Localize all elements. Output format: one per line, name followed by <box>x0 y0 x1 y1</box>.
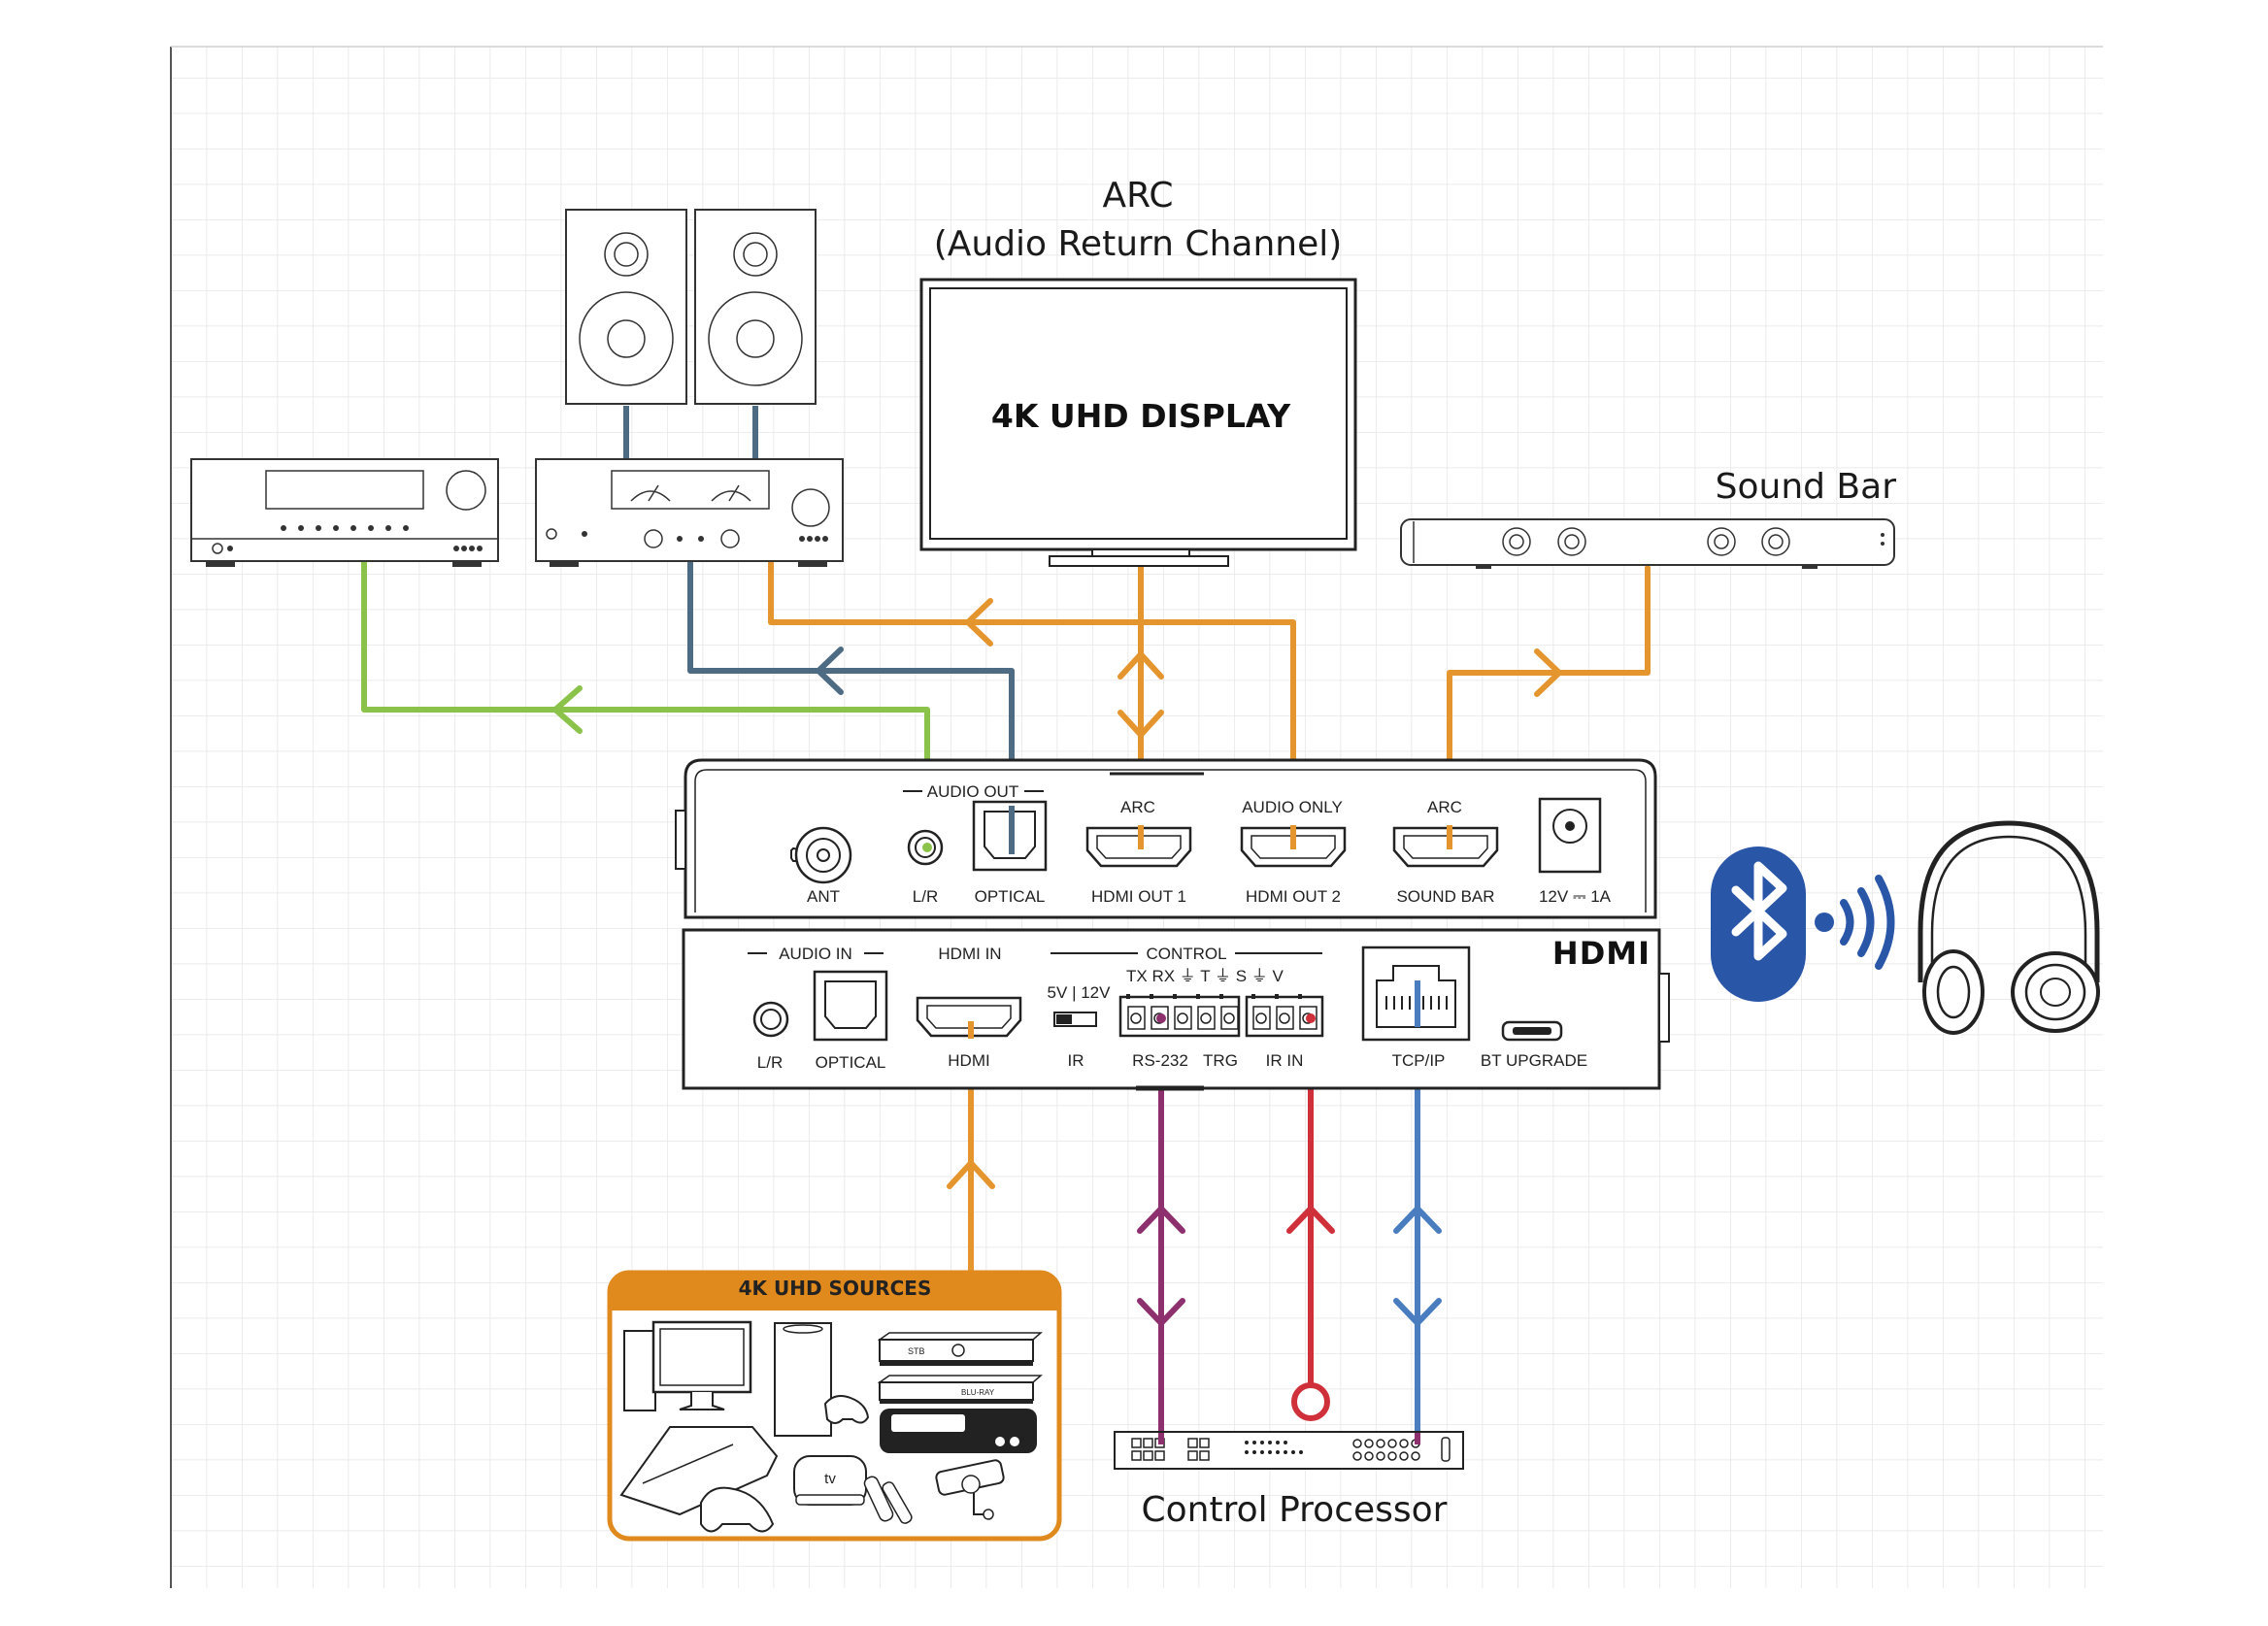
display-title-arc: ARC <box>1103 176 1174 216</box>
soundbar-title: Sound Bar <box>1716 467 1897 507</box>
hdmi-in-label: HDMI IN <box>938 945 1001 963</box>
hdmi-in-port-label: HDMI <box>948 1051 989 1070</box>
orange-wire-ends <box>1138 825 1452 849</box>
ant-label: ANT <box>807 887 840 906</box>
sound-bar-port-label: SOUND BAR <box>1396 887 1494 906</box>
camera-icon <box>935 1459 1005 1520</box>
ir-voltage-switch-icon <box>1053 1012 1097 1027</box>
streaming-box-icon: tv <box>793 1455 913 1524</box>
orange-arrow-2 <box>1534 648 1562 697</box>
slate-optical-wire <box>687 560 1015 847</box>
playstation-icon <box>619 1426 779 1533</box>
tcpip-label: TCP/IP <box>1392 1051 1446 1070</box>
control-pin-labels: TX RX ⏚ T ⏚ S ⏚ V <box>1126 967 1284 985</box>
set-top-box-icon: STB <box>877 1332 1043 1366</box>
red-wire-end <box>1306 1013 1316 1023</box>
blue-up-arrow <box>1393 1206 1442 1234</box>
tv-display <box>919 278 1357 567</box>
source-devices: STB BLU-RAY tv <box>619 1320 1043 1533</box>
soundbar-icon <box>1400 518 1895 569</box>
blue-down-arrow <box>1393 1298 1442 1326</box>
control-processor-title: Control Processor <box>1142 1490 1448 1530</box>
headphones-icon <box>1918 820 2100 1035</box>
ir-in-label: IR IN <box>1266 1051 1304 1070</box>
bluetooth-icon <box>1711 846 1806 1002</box>
control-processor-icon <box>1114 1431 1464 1470</box>
display-title-arc-full: (Audio Return Channel) <box>934 224 1343 264</box>
display-screen-label: 4K UHD DISPLAY <box>991 397 1291 435</box>
pc-icon <box>623 1320 752 1411</box>
hdmi-port-icon <box>1392 826 1499 868</box>
rj45-port-icon <box>1361 946 1471 1042</box>
optical-in-label: OPTICAL <box>816 1053 886 1072</box>
processor-wire-stubs <box>1158 1433 1420 1444</box>
stb-label: STB <box>908 1346 925 1356</box>
control-terminal-block-icon <box>1118 994 1241 1038</box>
power-label: 12V ⎓ 1A <box>1539 887 1612 906</box>
ir-emitter-icon <box>1291 1382 1330 1421</box>
hdmi-logo: HDMI <box>1552 935 1651 972</box>
lr-in-port-icon <box>752 1001 789 1038</box>
green-arrow <box>552 685 583 734</box>
bt-upgrade-label: BT UPGRADE <box>1481 1051 1587 1070</box>
optical-out-label: OPTICAL <box>975 887 1046 906</box>
sources-title: 4K UHD SOURCES <box>739 1277 932 1300</box>
purple-up-arrow <box>1137 1206 1185 1234</box>
hdmi-out-2-label: HDMI OUT 2 <box>1246 887 1341 906</box>
orange-audio-only-wire <box>768 560 1296 847</box>
trg-label: TRG <box>1203 1051 1238 1070</box>
antenna-port-icon <box>790 826 852 884</box>
bottom-panel-labels: AUDIO IN HDMI IN CONTROL 5V | 12V TX RX … <box>748 935 1651 1072</box>
orange-arrow-1 <box>965 598 993 647</box>
extractor-top-panel <box>675 758 1657 919</box>
arc-label-2: ARC <box>1427 798 1462 816</box>
lr-out-label: L/R <box>913 887 938 906</box>
orange-arc-down-arrow <box>1117 710 1164 738</box>
dc-power-port-icon <box>1538 797 1602 874</box>
small-receiver-icon <box>880 1409 1037 1453</box>
audio-in-label: AUDIO IN <box>779 945 852 963</box>
orange-arc-up-arrow <box>1117 651 1164 680</box>
audio-out-label: AUDIO OUT <box>927 782 1018 801</box>
appletv-label: tv <box>824 1471 836 1487</box>
arc-label-1: ARC <box>1120 798 1155 816</box>
audio-only-label: AUDIO ONLY <box>1242 798 1343 816</box>
usb-port-icon <box>1501 1020 1563 1042</box>
red-up-arrow <box>1286 1206 1335 1234</box>
voltage-selector-label: 5V | 12V <box>1048 983 1112 1002</box>
speaker-icon <box>565 209 687 405</box>
amplifier-icon <box>535 458 844 567</box>
receiver-icon <box>190 458 499 567</box>
speaker-icon <box>694 209 817 405</box>
bluray-label: BLU-RAY <box>961 1388 995 1397</box>
bluray-player-icon: BLU-RAY <box>877 1375 1043 1404</box>
purple-down-arrow <box>1137 1298 1185 1326</box>
optical-in-port-icon <box>813 970 888 1042</box>
slate-arrow <box>816 647 844 695</box>
top-panel-labels: AUDIO OUT ARC AUDIO ONLY ARC ANT L/R OPT… <box>807 782 1612 906</box>
bluetooth-signal-icon <box>1815 875 1895 970</box>
game-console-icon <box>774 1322 870 1437</box>
control-label: CONTROL <box>1146 945 1226 963</box>
extractor-bottom-panel <box>682 916 1670 1091</box>
lr-in-label: L/R <box>757 1053 783 1072</box>
rs232-label: RS-232 <box>1132 1051 1188 1070</box>
orange-source-arrow <box>947 1160 995 1189</box>
ir-label: IR <box>1068 1051 1084 1070</box>
green-wire-end <box>922 843 932 852</box>
hdmi-port-icon <box>916 996 1022 1038</box>
speaker-pair <box>565 209 817 459</box>
hdmi-out-1-label: HDMI OUT 1 <box>1091 887 1186 906</box>
purple-wire-end <box>1156 1013 1166 1023</box>
